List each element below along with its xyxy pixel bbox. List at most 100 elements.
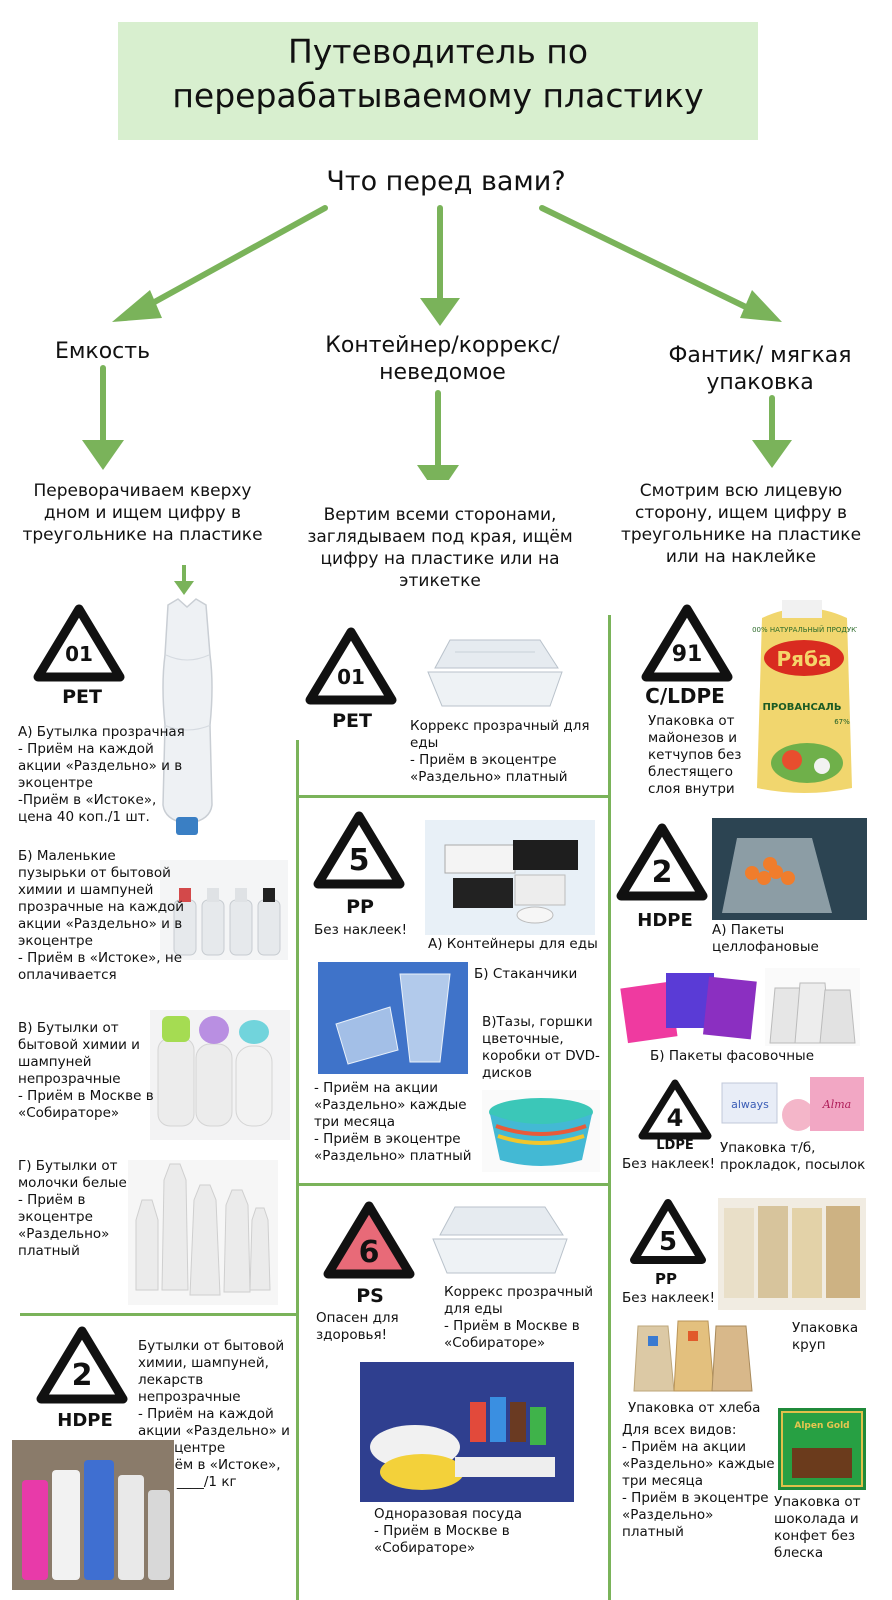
flow-arrows bbox=[82, 205, 792, 480]
alma-label: Alma bbox=[822, 1098, 851, 1111]
arrow-right-head bbox=[740, 290, 782, 322]
ps-text: Коррекс прозрачный для еды - Приём в Мос… bbox=[444, 1284, 594, 1351]
food-containers-image bbox=[425, 820, 595, 935]
recycle-hdpe-left-icon: 2 bbox=[36, 1326, 128, 1404]
instruction-right: Смотрим всю лицевую сторону, ищем цифру … bbox=[620, 481, 862, 567]
pet-mid-code: PET bbox=[332, 710, 372, 732]
ldpe-code: LDPE bbox=[656, 1138, 694, 1153]
arrow-middle-head bbox=[420, 298, 460, 326]
recycle-ldpe-icon: 4 bbox=[638, 1079, 712, 1140]
hdpe-right-a: А) Пакеты целлофановые bbox=[712, 922, 819, 955]
pp-mid-code: PP bbox=[346, 896, 374, 918]
colored-bags-image bbox=[618, 965, 760, 1045]
milk-bottles-image bbox=[128, 1160, 278, 1305]
left-item-a: А) Бутылка прозрачная - Приём на каждой … bbox=[18, 724, 185, 825]
left-item-b: Б) Маленькие пузырьки от бытовой химии и… bbox=[18, 848, 185, 983]
left-item-d: Г) Бутылки от молочки белые - Приём в эк… bbox=[18, 1158, 127, 1259]
branch-left-label: Емкость bbox=[54, 339, 151, 364]
pp-right-groats: Упаковка круп bbox=[792, 1320, 859, 1353]
svg-text:4: 4 bbox=[667, 1104, 684, 1132]
alpen-label: Alpen Gold bbox=[794, 1421, 849, 1431]
pp-mid-c: В)Тазы, горшки цветочные, коробки от DVD… bbox=[482, 1014, 600, 1081]
shampoo-bottles-image bbox=[150, 1010, 290, 1140]
left-hdpe-text: Бутылки от бытовой химии, шампуней, лека… bbox=[138, 1338, 290, 1490]
bottle-image bbox=[162, 598, 213, 835]
clamshell-image bbox=[427, 639, 563, 707]
ryaba-name: ПРОВАНСАЛЬ bbox=[763, 702, 842, 713]
hdpe-right-code: HDPE bbox=[637, 910, 693, 931]
small-bottles-image bbox=[160, 860, 288, 960]
instruction-middle: Вертим всеми сторонами, заглядываем под … bbox=[307, 505, 573, 591]
cldpe-code: C/LDPE bbox=[645, 684, 725, 708]
groats-packs-image bbox=[718, 1198, 866, 1310]
recycle-hdpe-right-icon: 2 bbox=[616, 823, 708, 901]
clamshell-ps-image bbox=[432, 1206, 568, 1274]
pp-right-note: Без наклеек! bbox=[622, 1290, 716, 1306]
cups-image bbox=[318, 962, 468, 1074]
svg-text:6: 6 bbox=[359, 1235, 380, 1270]
ldpe-note: Без наклеек! bbox=[622, 1156, 716, 1172]
recycle-cldpe-icon: 91 bbox=[641, 604, 733, 682]
divider-mid-1 bbox=[296, 795, 611, 798]
recycle-pet-mid-icon: 01 bbox=[305, 627, 397, 705]
svg-text:91: 91 bbox=[672, 642, 703, 667]
branch-right-label: Фантик/ мягкая упаковка bbox=[668, 343, 852, 395]
recycle-pet-icon: 01 bbox=[33, 604, 125, 682]
ps-note: Опасен для здоровья! bbox=[316, 1310, 399, 1343]
arrow-right bbox=[539, 205, 755, 313]
mayonnaise-pack-image: 100% НАТУРАЛЬНЫЙ ПРОДУКТ Ряба ПРОВАНСАЛЬ… bbox=[752, 600, 857, 793]
svg-text:5: 5 bbox=[349, 843, 370, 878]
divider-left bbox=[296, 740, 299, 1600]
bread-bags-image bbox=[628, 1316, 756, 1396]
ryaba-top: 100% НАТУРАЛЬНЫЙ ПРОДУКТ bbox=[752, 625, 857, 634]
pp-mid-note: Без наклеек! bbox=[314, 922, 408, 938]
divider-mid-2 bbox=[296, 1183, 611, 1186]
arrow-left bbox=[137, 205, 328, 313]
cldpe-text: Упаковка от майонезов и кетчупов без бле… bbox=[648, 713, 742, 797]
hdpe-left-code: HDPE bbox=[57, 1410, 113, 1431]
pp-mid-b: Б) Стаканчики bbox=[474, 966, 578, 982]
ps-text2: Одноразовая посуда - Приём в Москве в «С… bbox=[374, 1506, 523, 1556]
arrow-right-2-head bbox=[752, 440, 792, 468]
pp-right-choco: Упаковка от шоколада и конфет без блеска bbox=[774, 1494, 861, 1561]
left-item-c: В) Бутылки от бытовой химии и шампуней н… bbox=[18, 1020, 154, 1121]
svg-text:2: 2 bbox=[652, 855, 673, 890]
pp-right-bread: Упаковка от хлеба bbox=[628, 1400, 761, 1416]
ldpe-text: Упаковка т/б, прокладок, посылок bbox=[720, 1140, 866, 1173]
disposable-tableware-image bbox=[360, 1362, 574, 1502]
pet-code: PET bbox=[62, 686, 102, 708]
recycle-ps-icon: 6 bbox=[323, 1201, 415, 1279]
divider-left-bottom bbox=[20, 1313, 297, 1316]
arrow-middle-2-head bbox=[417, 465, 459, 480]
shopping-bags-image bbox=[765, 968, 860, 1046]
recycle-pp-right-icon: 5 bbox=[630, 1199, 706, 1264]
mid-pet-text: Коррекс прозрачный для еды - Приём в эко… bbox=[410, 718, 590, 785]
branch-middle-label: Контейнер/коррекс/ неведомое bbox=[325, 333, 560, 385]
pp-right-code: PP bbox=[655, 1270, 677, 1288]
title-box bbox=[118, 22, 758, 140]
question: Что перед вами? bbox=[326, 166, 566, 197]
chocolate-image: Alpen Gold bbox=[778, 1408, 866, 1490]
instruction-left: Переворачиваем кверху дном и ищем цифру … bbox=[22, 481, 263, 545]
arrow-left-2-head bbox=[82, 440, 124, 470]
pp-right-accept: Для всех видов: - Приём на акции «Раздел… bbox=[622, 1422, 775, 1540]
svg-text:5: 5 bbox=[659, 1227, 677, 1257]
recycle-pp-mid-icon: 5 bbox=[313, 811, 405, 889]
ryaba-pct: 67% bbox=[834, 718, 850, 726]
divider-right bbox=[608, 615, 611, 1600]
pp-mid-accept: - Приём на акции «Раздельно» каждые три … bbox=[314, 1080, 472, 1164]
arrow-left-head bbox=[112, 290, 162, 322]
pet-number: 01 bbox=[65, 642, 93, 666]
chemical-bottles-image bbox=[12, 1440, 174, 1590]
page-title: Путеводитель по перерабатываемому пласти… bbox=[172, 32, 704, 115]
pads-tissue-image: always Alma bbox=[718, 1073, 868, 1143]
always-label: always bbox=[731, 1098, 769, 1111]
svg-text:01: 01 bbox=[337, 665, 365, 689]
cellophane-bags-image bbox=[712, 818, 867, 920]
hdpe-right-b: Б) Пакеты фасовочные bbox=[650, 1048, 814, 1064]
ryaba-brand: Ряба bbox=[777, 647, 832, 671]
ps-code: PS bbox=[356, 1285, 384, 1307]
pp-mid-a: А) Контейнеры для еды bbox=[428, 936, 598, 952]
small-arrow bbox=[174, 565, 194, 595]
svg-text:2: 2 bbox=[72, 1358, 93, 1393]
